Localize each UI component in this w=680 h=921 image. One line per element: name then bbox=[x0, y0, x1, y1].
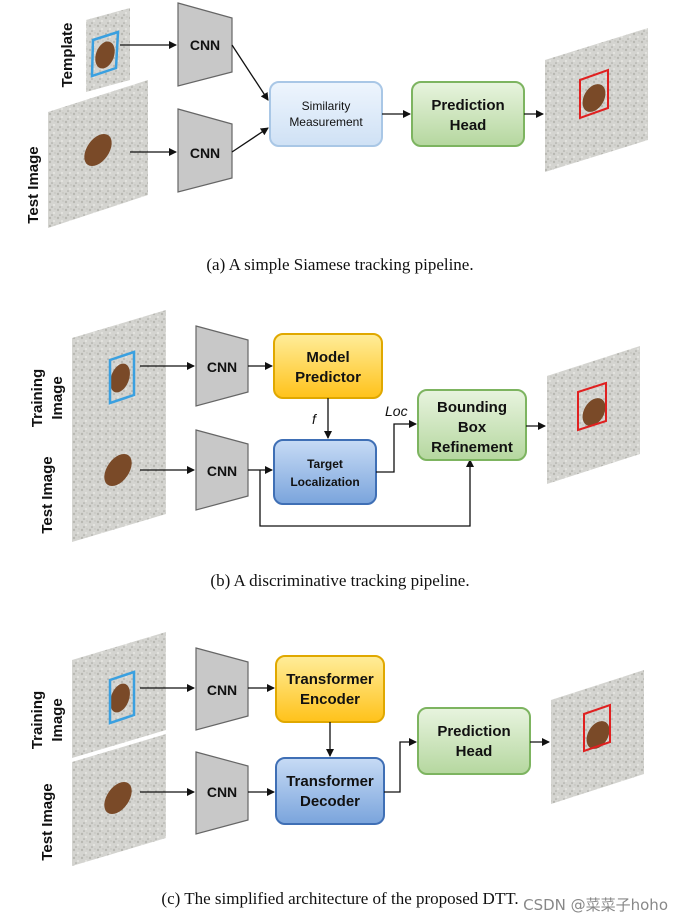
watermark: CSDN @菜菜子hoho bbox=[523, 896, 668, 914]
arrow bbox=[231, 127, 269, 153]
training-bbox bbox=[108, 670, 136, 725]
prediction-head-box bbox=[411, 81, 525, 147]
cnn-block-top bbox=[195, 647, 249, 731]
encoder-label: Encoder bbox=[300, 691, 360, 708]
transformer-encoder-box bbox=[275, 655, 385, 723]
prediction-head-label: Prediction bbox=[437, 723, 510, 740]
result-bbox bbox=[579, 68, 609, 120]
test-image bbox=[48, 80, 148, 228]
result-bbox bbox=[583, 703, 611, 753]
cnn-block-top bbox=[195, 325, 249, 407]
arrow bbox=[231, 44, 269, 101]
training-image-label: Image bbox=[49, 698, 66, 741]
moth-icon bbox=[95, 41, 115, 69]
model-predictor-label: Predictor bbox=[295, 369, 361, 386]
cnn-block-bottom bbox=[195, 751, 249, 835]
target-localization-label: Localization bbox=[290, 475, 359, 489]
test-image-label: Test Image bbox=[25, 146, 42, 223]
training-image-label: Training bbox=[29, 691, 46, 749]
training-bbox bbox=[108, 350, 136, 405]
training-image-label: Training bbox=[29, 369, 46, 427]
output-image bbox=[551, 670, 644, 804]
transformer-decoder-box bbox=[275, 757, 385, 825]
prediction-head-box bbox=[417, 707, 531, 775]
panel-a: Template Test Image CNN CNN Similarity M… bbox=[25, 2, 648, 274]
similarity-measurement-box bbox=[269, 81, 383, 147]
moth-icon bbox=[84, 133, 112, 167]
moth-icon bbox=[104, 781, 132, 815]
panel-c: Training Image Test Image CNN CNN Transf… bbox=[29, 632, 644, 908]
arrow bbox=[376, 420, 417, 473]
decoder-label: Transformer bbox=[286, 773, 374, 790]
cnn-label: CNN bbox=[190, 37, 220, 53]
f-label: f bbox=[312, 411, 318, 427]
cnn-block-bottom bbox=[195, 429, 249, 511]
arrow bbox=[259, 459, 474, 527]
test-image bbox=[72, 734, 166, 866]
loc-label: Loc bbox=[385, 403, 408, 419]
model-predictor-label: Model bbox=[306, 349, 349, 366]
training-image-label: Image bbox=[49, 376, 66, 419]
moth-icon bbox=[582, 84, 606, 112]
similarity-label: Similarity bbox=[302, 99, 351, 113]
output-image bbox=[545, 28, 648, 172]
test-image-label: Test Image bbox=[39, 783, 56, 860]
test-image-label: Test Image bbox=[39, 456, 56, 533]
moth-icon bbox=[582, 398, 606, 426]
training-image bbox=[72, 310, 166, 440]
caption-b: (b) A discriminative tracking pipeline. bbox=[210, 571, 469, 590]
cnn-label: CNN bbox=[207, 463, 237, 479]
arrow bbox=[384, 738, 417, 793]
decoder-label: Decoder bbox=[300, 793, 360, 810]
output-image bbox=[547, 346, 640, 484]
cnn-label: CNN bbox=[207, 359, 237, 375]
moth-icon bbox=[104, 453, 132, 487]
cnn-label: CNN bbox=[207, 784, 237, 800]
template-label: Template bbox=[59, 23, 76, 88]
prediction-head-label: Head bbox=[450, 117, 487, 134]
bbox-refinement-box bbox=[417, 389, 527, 461]
moth-icon bbox=[110, 683, 130, 713]
template-bbox bbox=[90, 30, 120, 78]
encoder-label: Transformer bbox=[286, 671, 374, 688]
moth-icon bbox=[110, 363, 130, 393]
bbox-refinement-label: Bounding bbox=[437, 399, 507, 416]
target-localization-box bbox=[273, 439, 377, 505]
model-predictor-box bbox=[273, 333, 383, 399]
prediction-head-label: Head bbox=[456, 743, 493, 760]
caption-c: (c) The simplified architecture of the p… bbox=[161, 889, 518, 908]
target-localization-label: Target bbox=[307, 457, 343, 471]
result-bbox bbox=[577, 381, 607, 432]
test-image bbox=[72, 404, 166, 542]
training-image bbox=[72, 632, 166, 758]
moth-icon bbox=[586, 721, 610, 749]
bbox-refinement-label: Box bbox=[458, 419, 487, 436]
similarity-label: Measurement bbox=[289, 115, 363, 129]
panel-b: Training Image Test Image CNN CNN Model … bbox=[29, 310, 640, 590]
template-image bbox=[86, 8, 130, 92]
cnn-label: CNN bbox=[207, 682, 237, 698]
bbox-refinement-label: Refinement bbox=[431, 439, 513, 456]
cnn-label: CNN bbox=[190, 145, 220, 161]
prediction-head-label: Prediction bbox=[431, 97, 504, 114]
caption-a: (a) A simple Siamese tracking pipeline. bbox=[206, 255, 473, 274]
cnn-block-bottom bbox=[177, 108, 233, 193]
cnn-block-top bbox=[177, 2, 233, 87]
